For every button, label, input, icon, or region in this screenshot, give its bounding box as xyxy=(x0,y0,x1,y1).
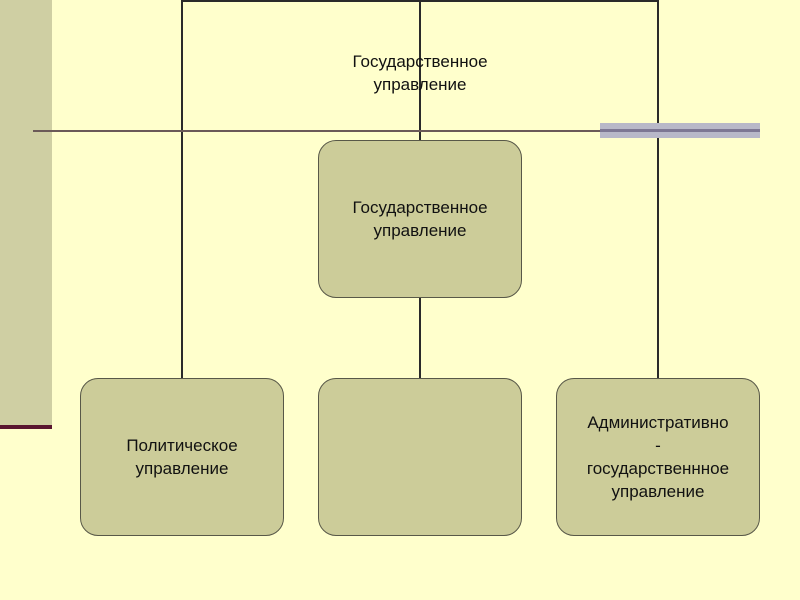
top-title: Государственное управление xyxy=(352,52,488,94)
center-box-label: Государственное управление xyxy=(352,198,488,240)
horizontal-rule xyxy=(33,130,760,132)
right-box-label: Административно - государственнное управ… xyxy=(586,413,730,501)
left-box-label: Политическое управление xyxy=(126,436,238,478)
horizontal-rule-accent xyxy=(600,123,760,138)
center-box: Государственное управление xyxy=(318,140,522,298)
middle-box xyxy=(318,378,522,536)
side-decoration-bar xyxy=(0,0,52,425)
right-box: Административно - государственнное управ… xyxy=(556,378,760,536)
left-box: Политическое управление xyxy=(80,378,284,536)
side-decoration-accent xyxy=(0,425,52,429)
